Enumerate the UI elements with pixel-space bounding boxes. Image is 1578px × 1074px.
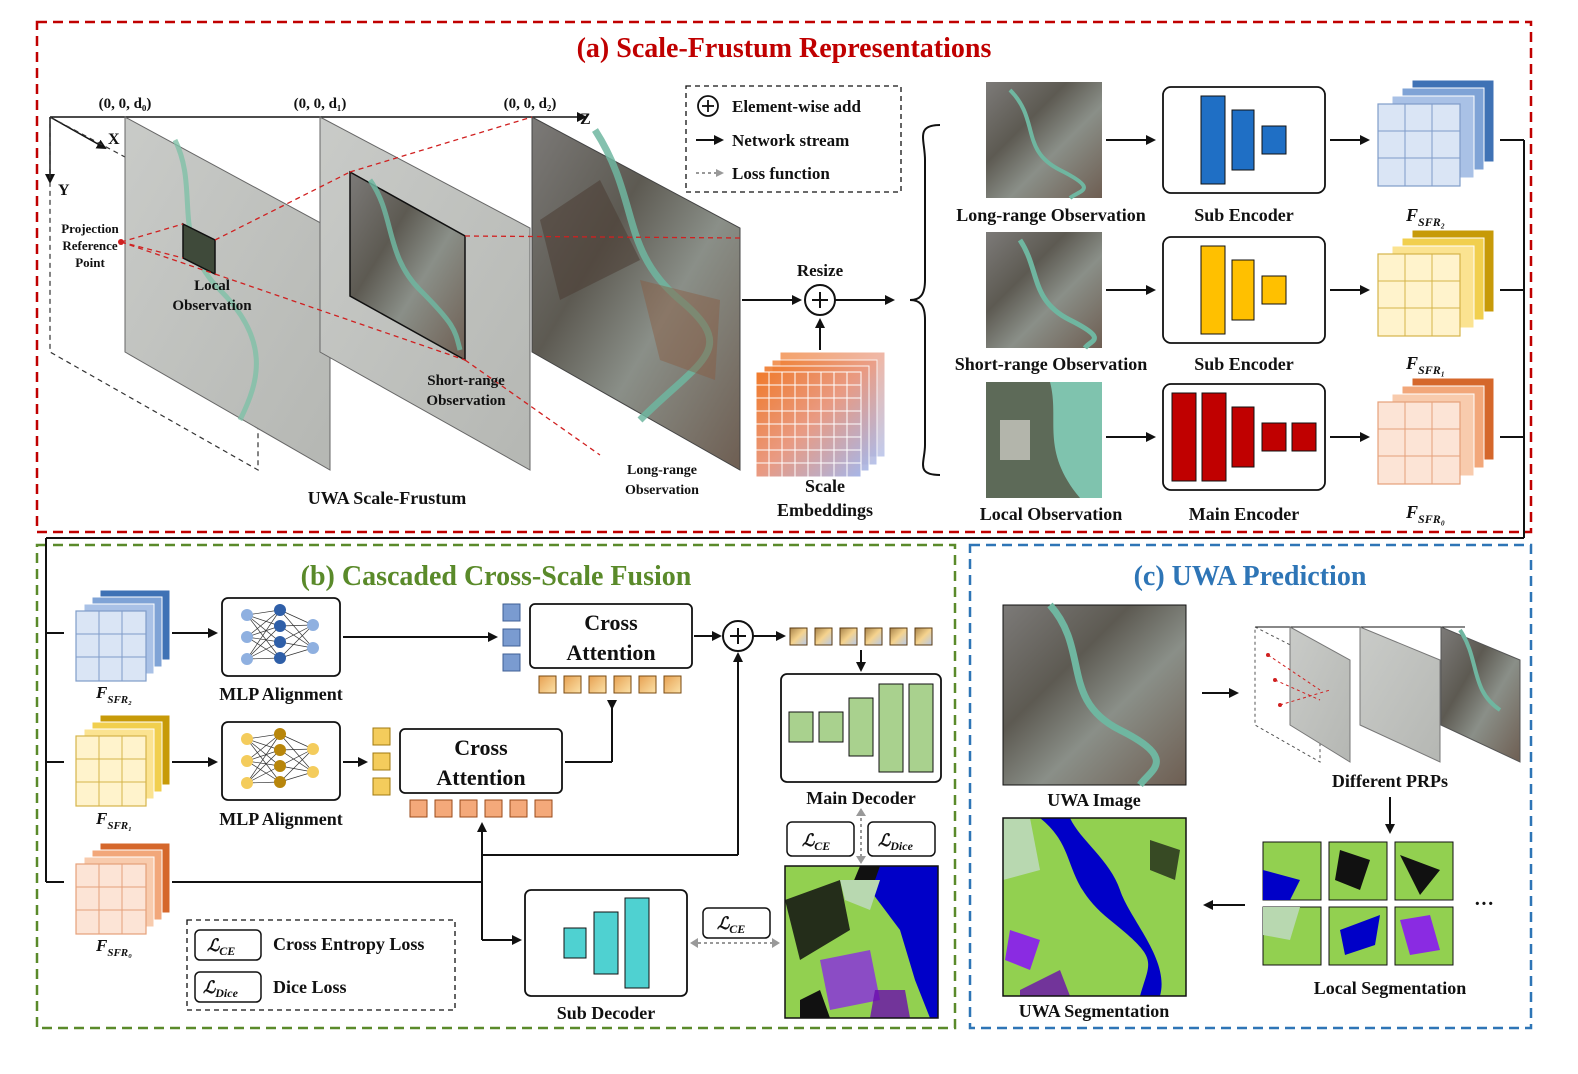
legend-ce-symbol: ℒCE xyxy=(207,936,235,958)
axis-z-label: Z xyxy=(580,111,591,128)
branch-brace xyxy=(909,124,941,476)
different-prps-illustration xyxy=(1254,626,1521,763)
feature-label-sfr0-a: FSFR₀ xyxy=(1405,502,1445,526)
sub-encoder-long xyxy=(1162,86,1326,194)
branch-obs-long: Long-range Observation xyxy=(956,205,1146,225)
coord-d2: (0, 0, d₂) xyxy=(504,96,557,112)
legend-dice-text: Dice Loss xyxy=(273,977,347,997)
feature-label-sfr0-b: FSFR₀ xyxy=(95,936,132,959)
mlp-label-top: MLP Alignment xyxy=(219,684,343,704)
different-prps-label: Different PRPs xyxy=(1332,771,1448,791)
sub-decoder xyxy=(524,889,688,997)
feature-cube-sfr0-b xyxy=(75,842,171,935)
encoder-label-short: Sub Encoder xyxy=(1194,354,1294,374)
section-b-title: (b) Cascaded Cross-Scale Fusion xyxy=(301,561,692,592)
coord-d1: (0, 0, d₁) xyxy=(294,96,347,112)
sub-decoder-label: Sub Decoder xyxy=(557,1003,656,1023)
section-a-border xyxy=(35,20,1533,534)
tokens-top xyxy=(538,675,682,694)
feature-cube-sfr2-b xyxy=(75,589,171,682)
loss-dice-box-main xyxy=(867,821,936,857)
branch-obs-short: Short-range Observation xyxy=(955,354,1148,374)
projection-reference-point xyxy=(118,239,124,245)
main-encoder xyxy=(1162,383,1326,491)
legend-a: Element-wise add Network stream Loss fun… xyxy=(685,85,902,193)
branch-obs-local: Local Observation xyxy=(980,504,1123,524)
ellipsis: ··· xyxy=(1474,893,1494,915)
cross-attention-mid-label-1: Cross xyxy=(454,735,508,760)
feature-label-sfr2-a: FSFR₂ xyxy=(1405,205,1445,229)
feature-cube-sfr1-b xyxy=(75,714,171,807)
cross-attention-mid-label-2: Attention xyxy=(436,765,525,790)
loss-ce-label-sub: ℒCE xyxy=(717,914,745,936)
segmentation-output-b xyxy=(784,865,939,1019)
mlp-label-mid: MLP Alignment xyxy=(219,809,343,829)
main-decoder xyxy=(780,673,942,783)
uwa-segmentation-label: UWA Segmentation xyxy=(1019,1001,1170,1021)
short-obs-label-2: Observation xyxy=(426,393,506,409)
uwa-image-label: UWA Image xyxy=(1047,790,1141,810)
loss-ce-box-main xyxy=(786,821,855,857)
long-obs-label-2: Observation xyxy=(625,483,699,498)
loss-ce-box-sub xyxy=(702,907,771,939)
thumb-long-range xyxy=(986,82,1102,198)
feature-cube-sfr0-a xyxy=(1377,377,1495,485)
resize-label: Resize xyxy=(797,261,844,280)
section-c-title: (c) UWA Prediction xyxy=(1134,561,1367,592)
legend-b: ℒCE Cross Entropy Loss ℒDice Dice Loss xyxy=(186,919,456,1011)
loss-dice-label-main: ℒDice xyxy=(878,831,914,853)
legend-loss: Loss function xyxy=(732,164,830,183)
frustum-plane-1 xyxy=(124,116,331,471)
axis-x-label: X xyxy=(108,131,120,148)
prp-label-2: Reference xyxy=(62,238,118,253)
main-decoder-label: Main Decoder xyxy=(806,788,915,808)
feature-label-sfr1-a: FSFR₁ xyxy=(1405,353,1445,377)
add-legend-icon xyxy=(697,95,719,117)
fused-tokens xyxy=(789,627,933,646)
long-obs-label-1: Long-range xyxy=(627,463,697,478)
cross-attention-top-label-1: Cross xyxy=(584,610,638,635)
scale-emb-label-1: Scale xyxy=(805,476,845,496)
coord-d0: (0, 0, d₀) xyxy=(99,96,152,112)
legend-stream: Network stream xyxy=(732,131,849,150)
legend-ce-text: Cross Entropy Loss xyxy=(273,934,424,954)
uwa-segmentation xyxy=(1002,817,1187,997)
sub-encoder-short xyxy=(1162,236,1326,344)
cross-attention-mid xyxy=(399,728,563,794)
section-c-border xyxy=(968,543,1533,1030)
feature-cube-sfr1-a xyxy=(1377,229,1495,337)
prp-label-3: Point xyxy=(75,255,105,270)
scale-embeddings-grid xyxy=(755,351,886,478)
mlp-alignment-mid xyxy=(221,721,341,801)
cross-attention-top xyxy=(529,603,693,669)
legend-add: Element-wise add xyxy=(732,97,861,116)
feature-cube-sfr2-a xyxy=(1377,79,1495,187)
feature-label-sfr2-b: FSFR₂ xyxy=(95,683,132,706)
mlp-alignment-top xyxy=(221,597,341,677)
prp-label-1: Projection xyxy=(61,221,119,236)
local-obs-label-1: Local xyxy=(194,278,230,294)
encoder-label-long: Sub Encoder xyxy=(1194,205,1294,225)
local-segmentation-tiles xyxy=(1262,841,1454,966)
axis-y-label: Y xyxy=(58,182,70,199)
section-b-border xyxy=(35,543,957,1030)
tokens-mid xyxy=(409,799,553,818)
short-obs-label-1: Short-range xyxy=(427,373,505,389)
frustum-caption: UWA Scale-Frustum xyxy=(308,488,467,508)
scale-frustum-illustration: X Y Z (0, 0, d₀) (0, 0, d₁) (0, 0, d₂) xyxy=(45,96,741,508)
section-a-title: (a) Scale-Frustum Representations xyxy=(577,33,992,64)
loss-ce-label-main: ℒCE xyxy=(802,831,830,853)
local-segmentation-label: Local Segmentation xyxy=(1314,978,1467,998)
local-obs-label-2: Observation xyxy=(172,298,252,314)
cross-attention-top-label-2: Attention xyxy=(566,640,655,665)
feature-label-sfr1-b: FSFR₁ xyxy=(95,809,132,832)
legend-dice-symbol: ℒDice xyxy=(203,978,239,1000)
encoder-label-main: Main Encoder xyxy=(1189,504,1300,524)
scale-emb-label-2: Embeddings xyxy=(777,500,873,520)
